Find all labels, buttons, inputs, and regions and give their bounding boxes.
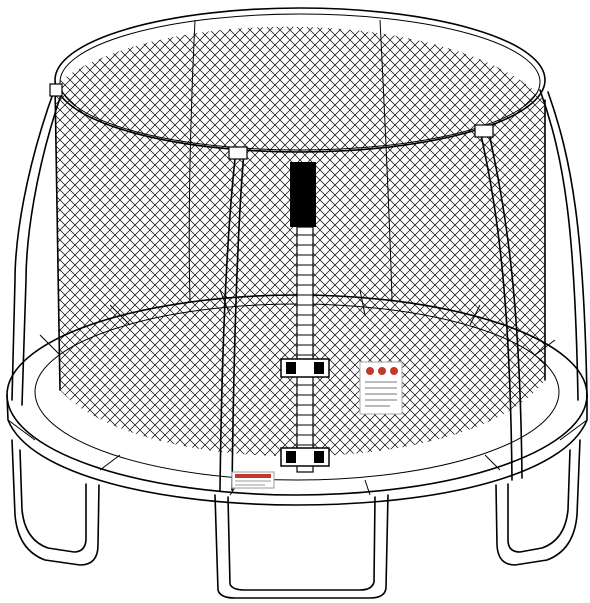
buckle-lower bbox=[280, 447, 330, 467]
warning-label bbox=[359, 361, 403, 415]
zipper-sleeve bbox=[290, 162, 316, 227]
leg-frames bbox=[11, 439, 581, 599]
buckle-upper bbox=[280, 358, 330, 378]
top-ring bbox=[54, 7, 546, 153]
front-poles bbox=[11, 87, 588, 491]
padding-warning-label bbox=[231, 471, 275, 489]
back-poles bbox=[188, 19, 393, 301]
pole-caps bbox=[49, 83, 494, 160]
zipper-entrance bbox=[280, 162, 330, 473]
